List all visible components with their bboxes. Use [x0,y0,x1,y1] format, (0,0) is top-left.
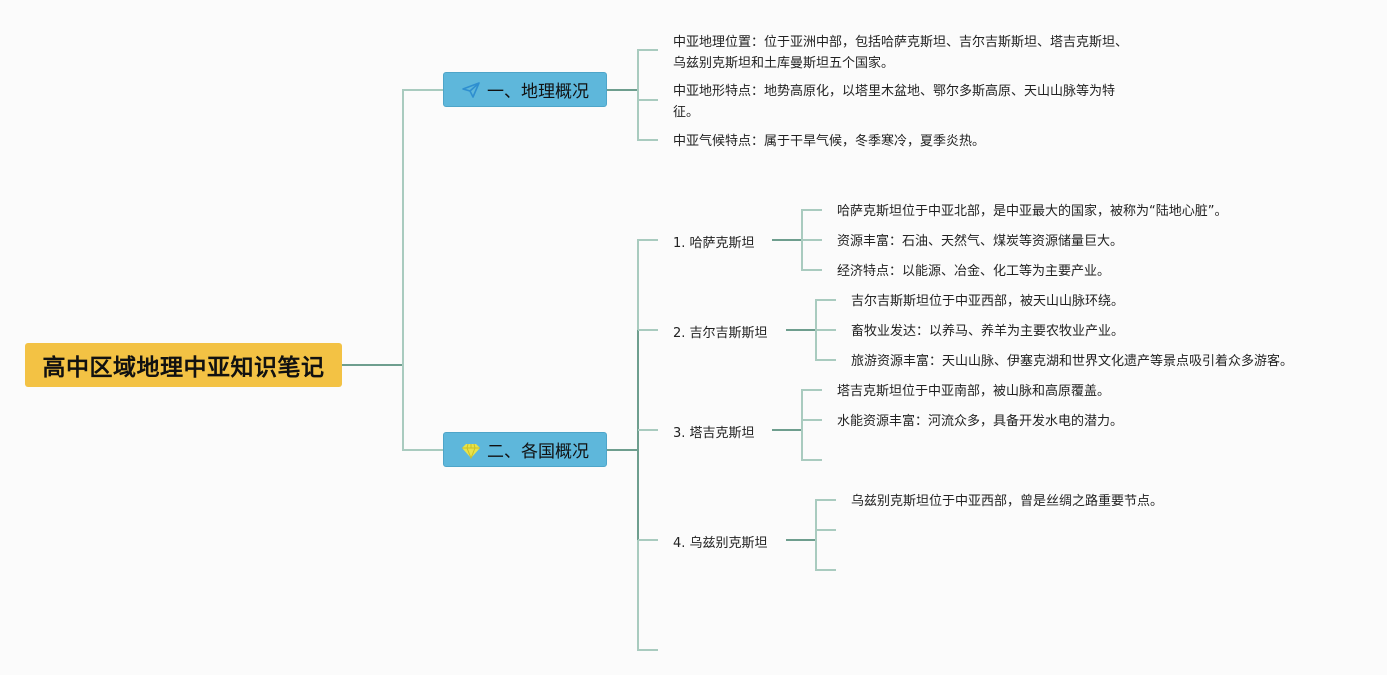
connector-branch2-bracket [637,239,658,651]
leaf-location[interactable]: 中亚地理位置：位于亚洲中部，包括哈萨克斯坦、吉尔吉斯斯坦、塔吉克斯坦、 乌兹别克… [673,32,1128,74]
leaf-text-line: 中亚地形特点：地势高原化，以塔里木盆地、鄂尔多斯高原、天山山脉等为特 [673,84,1116,99]
country-node-uzbekistan[interactable]: 4. 乌兹别克斯坦 [673,536,768,551]
leaf-text-line: 中亚地理位置：位于亚洲中部，包括哈萨克斯坦、吉尔吉斯斯坦、塔吉克斯坦、 [673,35,1129,50]
branch-node-geography[interactable]: 一、地理概况 [443,72,607,107]
note[interactable]: 哈萨克斯坦位于中亚北部，是中亚最大的国家，被称为“陆地心脏”。 [837,204,1228,219]
branch-label: 二、各国概况 [487,442,589,462]
connector-country2-bracket [815,299,836,361]
note[interactable]: 水能资源丰富：河流众多，具备开发水电的潜力。 [837,414,1124,429]
leaf-text-line: 征。 [673,105,700,120]
country-node-kyrgyzstan[interactable]: 2. 吉尔吉斯斯坦 [673,326,768,341]
note[interactable]: 畜牧业发达：以养马、养羊为主要农牧业产业。 [851,324,1125,339]
country-node-kazakhstan[interactable]: 1. 哈萨克斯坦 [673,236,755,251]
note[interactable]: 资源丰富：石油、天然气、煤炭等资源储量巨大。 [837,234,1124,249]
connector-branch1-bracket [637,49,658,141]
note[interactable]: 旅游资源丰富：天山山脉、伊塞克湖和世界文化遗产等景点吸引着众多游客。 [851,354,1294,369]
root-title: 高中区域地理中亚知识笔记 [42,355,325,381]
branch-node-countries[interactable]: 二、各国概况 [443,432,607,467]
leaf-climate[interactable]: 中亚气候特点：属于干旱气候，冬季寒冷，夏季炎热。 [673,131,985,152]
root-node[interactable]: 高中区域地理中亚知识笔记 [25,343,342,387]
connector-country4-bracket [815,499,836,571]
leaf-text-line: 乌兹别克斯坦和土库曼斯坦五个国家。 [673,56,895,71]
paper-plane-icon [462,81,480,98]
leaf-text-line: 中亚气候特点：属于干旱气候，冬季寒冷，夏季炎热。 [673,134,986,149]
connector-country1-bracket [801,209,822,271]
connector-country3-bracket [801,389,822,461]
connector-branch2-ticks [638,329,658,541]
note[interactable]: 塔吉克斯坦位于中亚南部，被山脉和高原覆盖。 [837,384,1111,399]
note[interactable]: 吉尔吉斯斯坦位于中亚西部，被天山山脉环绕。 [851,294,1125,309]
connector-main-bracket [402,89,443,451]
note[interactable]: 经济特点：以能源、冶金、化工等为主要产业。 [837,264,1111,279]
note[interactable]: 乌兹别克斯坦位于中亚西部，曾是丝绸之路重要节点。 [851,494,1164,509]
branch-label: 一、地理概况 [487,82,589,102]
diamond-icon [462,443,480,459]
country-node-tajikistan[interactable]: 3. 塔吉克斯坦 [673,426,755,441]
leaf-terrain[interactable]: 中亚地形特点：地势高原化，以塔里木盆地、鄂尔多斯高原、天山山脉等为特 征。 [673,81,1115,123]
